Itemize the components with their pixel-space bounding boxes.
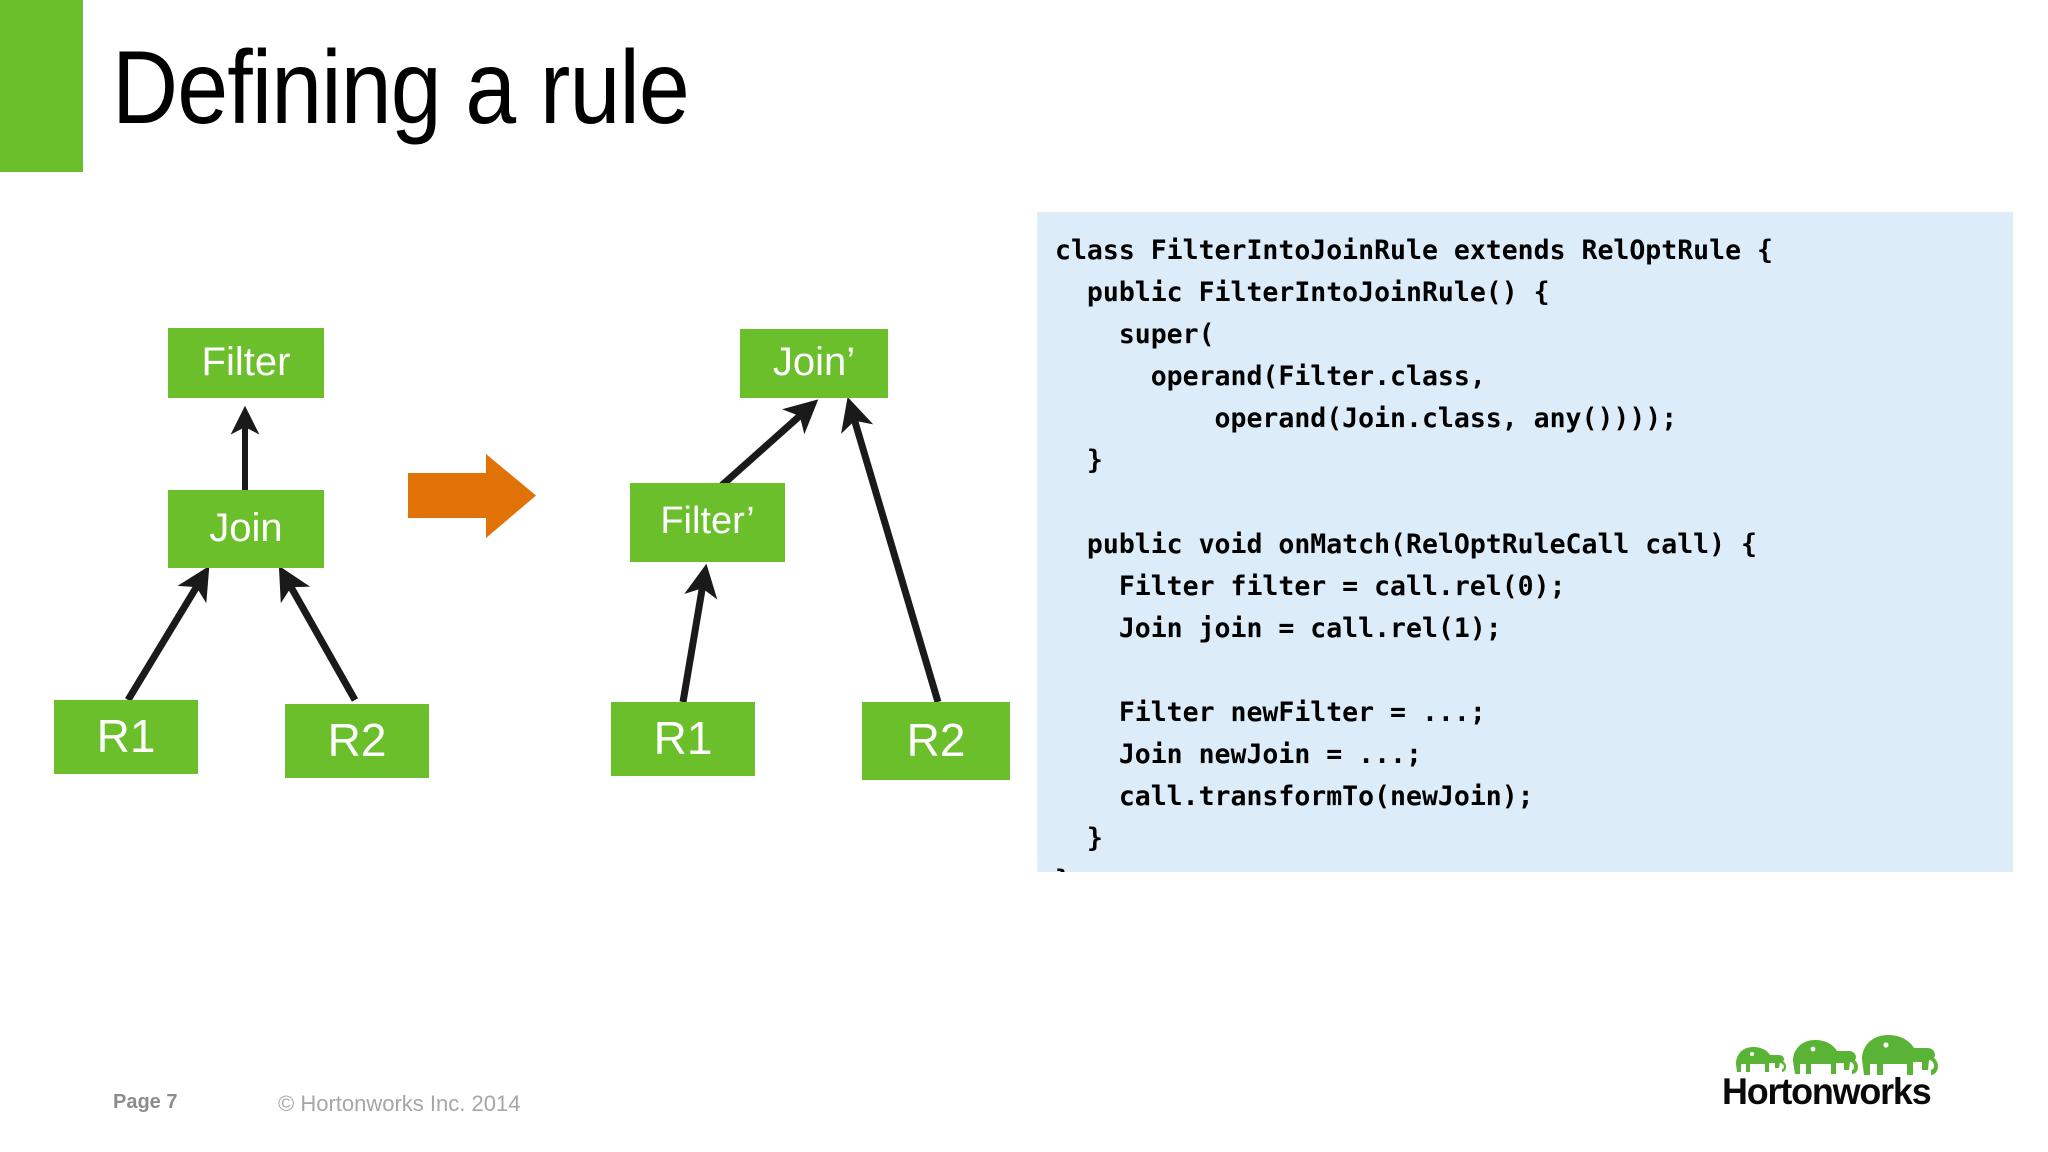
node-r2-after[interactable]: R2 — [862, 702, 1010, 780]
footer-page-indicator: Page 7 — [113, 1091, 178, 1114]
edge-r1-to-filterprime — [679, 563, 718, 703]
node-r1-after[interactable]: R1 — [611, 702, 755, 776]
hortonworks-logo: Hortonworks — [1722, 1034, 1950, 1114]
node-r1-before[interactable]: R1 — [54, 700, 198, 774]
code-panel: class FilterIntoJoinRule extends RelOptR… — [1037, 212, 2013, 872]
page-title: Defining a rule — [112, 30, 690, 146]
node-r2-before[interactable]: R2 — [285, 704, 429, 778]
title-accent-bar — [0, 0, 83, 172]
transform-arrow-icon — [408, 454, 536, 538]
edge-r2-to-join — [278, 565, 359, 702]
rule-transformation-diagram: Filter Join R1 R2 Join’ Filter’ R1 R2 — [0, 0, 1030, 1000]
node-join[interactable]: Join — [168, 490, 324, 568]
node-filter[interactable]: Filter — [168, 328, 324, 398]
edge-r2-to-joinprime — [841, 396, 942, 703]
node-filter-prime[interactable]: Filter’ — [630, 483, 785, 562]
footer-copyright: © Hortonworks Inc. 2014 — [278, 1091, 521, 1116]
footer-page-label: Page — [113, 1091, 161, 1113]
hortonworks-wordmark: Hortonworks — [1722, 1071, 1932, 1112]
footer-page-number: 7 — [166, 1091, 178, 1113]
code-listing: class FilterIntoJoinRule extends RelOptR… — [1055, 235, 1773, 872]
edge-r1-to-join — [125, 565, 210, 702]
elephants-icon — [1736, 1035, 1938, 1075]
edge-filterprime-to-joinprime — [717, 399, 819, 490]
node-join-prime[interactable]: Join’ — [740, 329, 888, 398]
